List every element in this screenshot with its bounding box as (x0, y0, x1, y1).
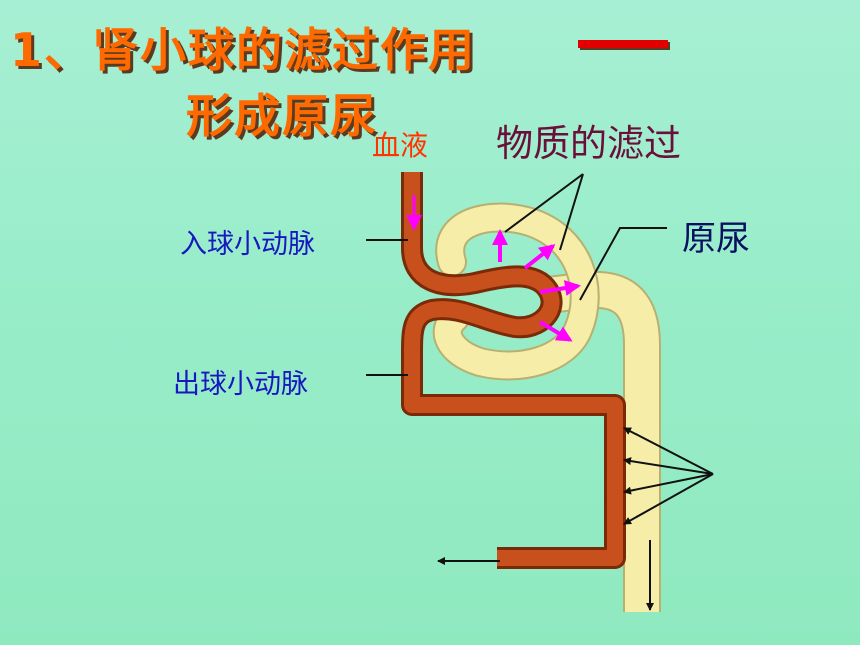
label-efferent-arteriole: 出球小动脉 (173, 369, 308, 400)
bowman-capsule (432, 202, 600, 381)
blood-vessel (401, 172, 626, 569)
label-blood: 血液 (372, 129, 429, 162)
label-primary-urine: 原尿 (682, 219, 750, 259)
filtration-arrows (492, 229, 581, 342)
label-afferent-arteriole: 入球小动脉 (180, 229, 315, 260)
pointer-lines (366, 173, 667, 376)
label-filtration: 物质的滤过 (496, 122, 681, 165)
title-dash (578, 40, 668, 48)
title-line-2: 形成原尿 (186, 89, 378, 143)
reabsorption-arrows (623, 427, 714, 525)
title-line-1: 1、肾小球的滤过作用 (10, 23, 477, 77)
